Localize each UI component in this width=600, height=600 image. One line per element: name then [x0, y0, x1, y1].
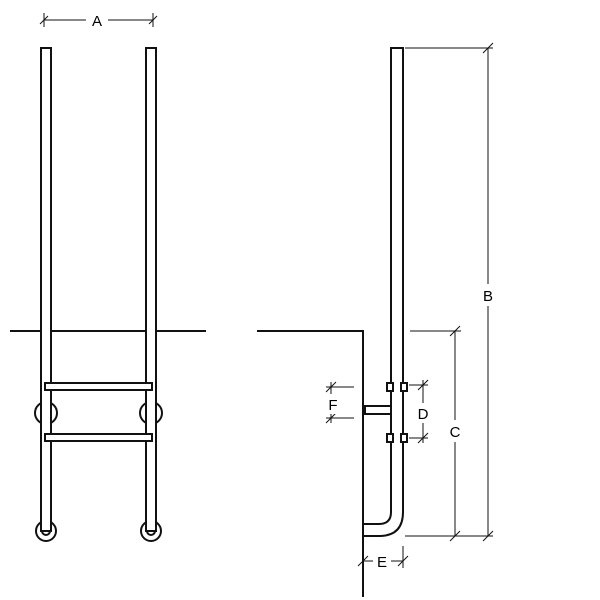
dimension-d-slash-top: [417, 379, 429, 391]
dimension-e-label: E: [377, 554, 387, 571]
tread-bolt-lower-right: [400, 433, 408, 443]
dimension-f-label: F: [328, 397, 337, 414]
pool-wall: [257, 330, 364, 597]
dimension-b: B: [405, 42, 497, 542]
wall-bracket: [364, 405, 392, 415]
dimension-f-slash-bottom: [325, 412, 337, 424]
dimension-f-slash-top: [325, 381, 337, 393]
right-rail: [145, 47, 157, 532]
dimension-c: C: [410, 325, 464, 542]
dimension-d-label-bg: [415, 403, 431, 423]
tread-bolt-lower-left: [386, 433, 394, 443]
dimension-b-label: B: [483, 288, 493, 305]
dimension-a-label-bg: [86, 10, 108, 30]
dimension-b-slash-bottom: [482, 530, 494, 542]
tread-bolt-upper-right: [400, 382, 408, 392]
dimension-a: A: [39, 10, 158, 30]
dimension-b-label-bg: [479, 284, 497, 306]
dimension-e-slash-right: [397, 555, 409, 567]
dimension-e-slash-left: [357, 555, 369, 567]
dimension-d-slash-bottom: [417, 432, 429, 444]
dimension-a-label: A: [92, 13, 102, 30]
dimension-b-slash-top: [482, 42, 494, 54]
dimension-e: E: [357, 546, 409, 571]
tread-bolt-upper-left: [386, 382, 394, 392]
side-rail: [362, 47, 404, 537]
left-rail: [40, 47, 52, 532]
side-view: B C D F: [257, 42, 497, 597]
dimension-d-label: D: [418, 406, 429, 423]
tread-lower: [44, 433, 153, 442]
dimension-a-slash-left: [39, 15, 49, 25]
dimension-c-label-bg: [446, 420, 464, 442]
dimension-c-label: C: [450, 424, 461, 441]
dimension-e-label-bg: [373, 551, 391, 571]
dimension-c-slash-bottom: [449, 530, 461, 542]
front-view: A: [10, 10, 206, 542]
dimension-a-slash-right: [148, 15, 158, 25]
dimension-f-label-bg: [325, 394, 339, 414]
dimension-d: D: [409, 379, 431, 444]
dimension-f: F: [325, 381, 354, 424]
tread-upper: [44, 382, 153, 391]
dimension-c-slash-top: [449, 325, 461, 337]
